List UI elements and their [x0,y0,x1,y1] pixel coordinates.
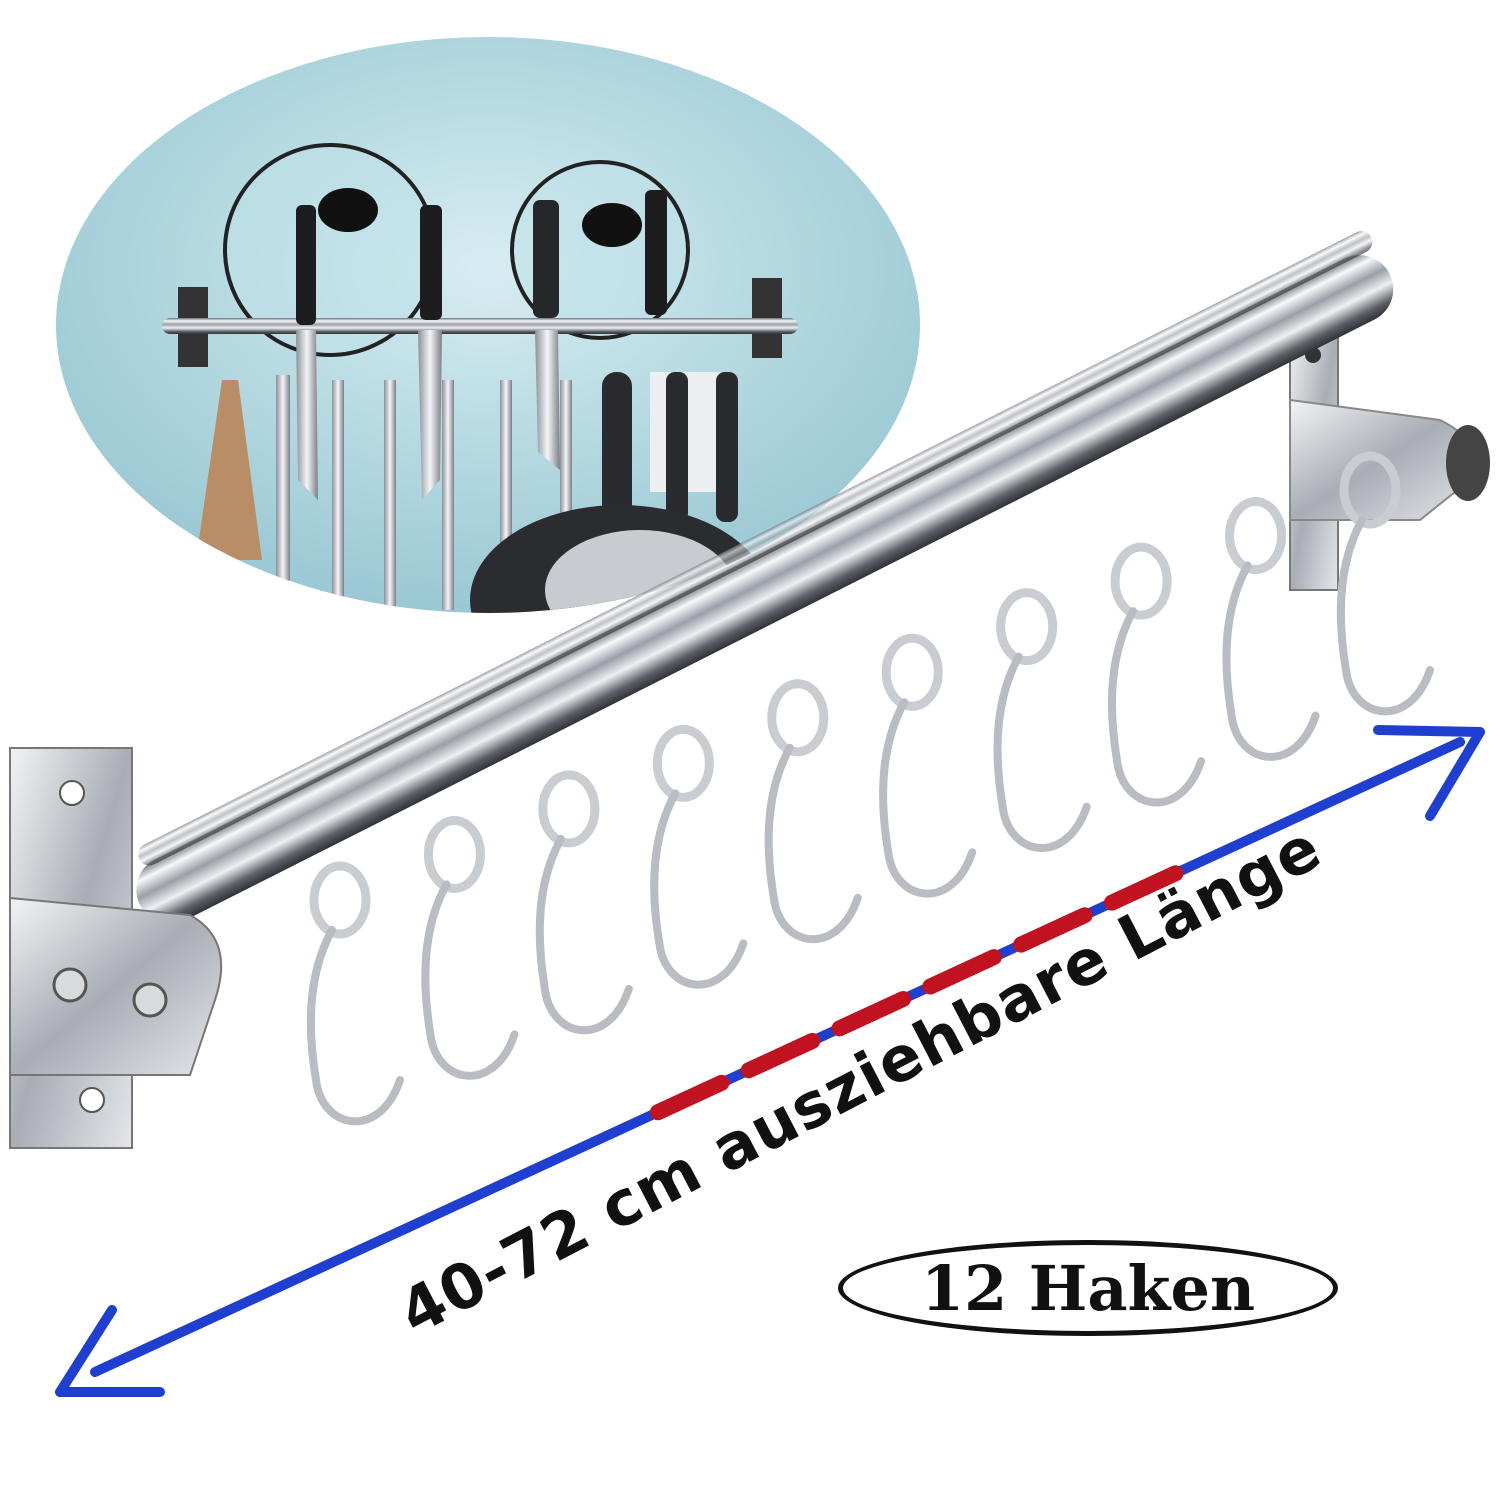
arrow-red-dash [922,949,1002,995]
hook-icon [306,861,404,1126]
knife-icon [418,205,442,500]
telescopic-tube [136,255,1394,924]
inset-rail [162,318,798,334]
hook-icon [421,815,519,1080]
arrow-red-dash [649,1074,730,1121]
pan-handle-icon [602,372,632,522]
arrow-red-dash [1103,865,1184,911]
spatula-icon [196,380,262,560]
hook-icon [1336,451,1434,716]
length-arrow [55,725,1485,1397]
knife-icon [533,200,560,470]
hook-icon [993,588,1091,852]
hook-icon [1107,542,1206,807]
arrow-red-dash [831,991,912,1037]
hooks-badge: 12 Haken [838,1240,1338,1336]
hook-icon [535,770,633,1035]
hooks-badge-text: 12 Haken [920,1251,1256,1325]
arrow-red-dash [740,1032,821,1079]
knife-icon [296,205,318,500]
arrow-red-dash [1013,907,1093,953]
hook-set [306,451,1434,1126]
hook-icon [1222,497,1320,761]
rail-assembly [9,231,1490,1149]
end-plate [9,896,223,1076]
hook-icon [764,679,862,944]
hook-icon [650,724,748,989]
hook-icon [879,633,977,898]
